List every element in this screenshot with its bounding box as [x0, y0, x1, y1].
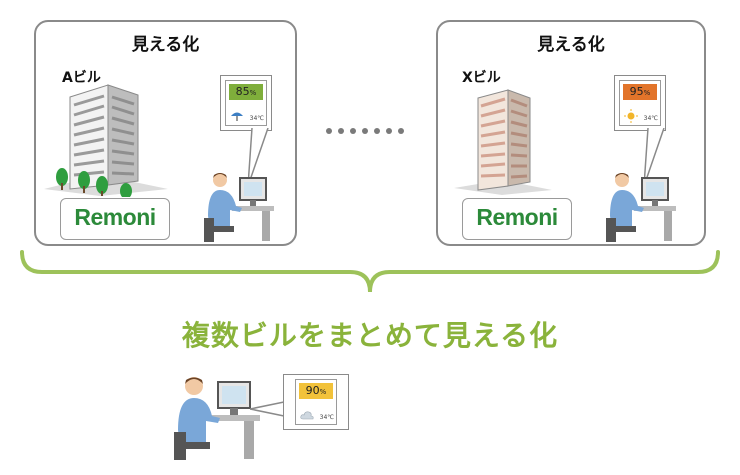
summary-callout: 90% 34℃ [283, 374, 349, 430]
summary-meter: 90% 34℃ [295, 379, 337, 425]
meter-temperature: 34℃ [643, 115, 658, 122]
brand-name: Remoni [476, 204, 558, 230]
callout-pointer [644, 128, 665, 187]
remoni-logo: Remoni [60, 198, 170, 240]
sun-icon [624, 109, 638, 123]
cloud-icon [300, 411, 314, 420]
meter-value: 90 [305, 384, 320, 397]
brand-name: Remoni [74, 204, 156, 230]
office-worker-illustration [174, 377, 260, 460]
meter-value-box: 95% [623, 84, 657, 100]
callout-pointer [250, 401, 285, 417]
building-label: Xビル [462, 70, 501, 86]
callout-pointer [248, 128, 269, 187]
building-a-panel: 見える化 Aビル Remoni 8 [34, 20, 297, 246]
building-x-panel: 見える化 Xビル Remoni 95% [436, 20, 706, 246]
meter-unit: % [319, 388, 327, 396]
meter-value: 95 [629, 85, 644, 98]
meter-value: 85 [235, 85, 250, 98]
meter-temperature: 34℃ [319, 414, 334, 421]
building-label: Aビル [62, 70, 101, 86]
dashboard-callout: 95% 34℃ [614, 75, 666, 131]
dashboard-callout: 85% 34℃ [220, 75, 272, 131]
occupancy-meter: 95% 34℃ [619, 80, 661, 126]
meter-temperature: 34℃ [249, 115, 264, 122]
meter-value-box: 90% [299, 383, 333, 399]
grouping-bracket [20, 250, 720, 293]
panel-title: 見える化 [537, 35, 605, 55]
meter-value-box: 85% [229, 84, 263, 100]
umbrella-icon [231, 112, 243, 121]
meter-unit: % [643, 89, 651, 97]
office-worker-illustration [606, 173, 676, 242]
remoni-logo: Remoni [462, 198, 572, 240]
office-worker-illustration [204, 173, 274, 242]
page-title: 複数ビルをまとめて見える化 [181, 319, 559, 352]
meter-unit: % [249, 89, 257, 97]
office-building-illustration [454, 89, 552, 195]
office-building-illustration [44, 84, 168, 197]
panel-title: 見える化 [131, 35, 200, 55]
occupancy-meter: 85% 34℃ [225, 80, 267, 126]
